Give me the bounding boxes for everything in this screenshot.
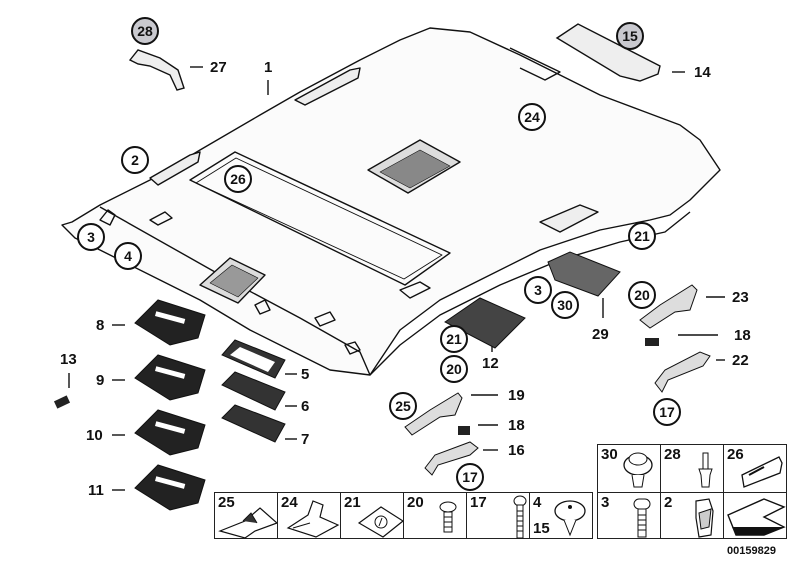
part-23-bracket	[639, 284, 698, 329]
hardware-cell-30: 30	[597, 444, 661, 493]
label-18-left: 18	[508, 417, 525, 434]
part-18-clip-lower	[458, 426, 470, 435]
label-11: 11	[88, 482, 104, 499]
part-6-frame	[221, 371, 286, 411]
trim-strip-icon	[741, 456, 783, 488]
label-23: 23	[732, 289, 749, 306]
part-11-console	[134, 464, 206, 511]
part-14-trim	[555, 23, 661, 82]
long-screw-icon	[513, 495, 527, 539]
part-27-handle	[128, 49, 185, 91]
part-10-console	[134, 409, 206, 456]
callout-15: 15	[616, 22, 644, 50]
hardware-cell-26: 26	[723, 444, 787, 493]
fillister-screw-icon	[633, 498, 651, 538]
headliner-front-edge	[99, 206, 371, 376]
callout-3: 3	[77, 223, 105, 251]
label-16: 16	[508, 442, 525, 459]
label-10: 10	[86, 427, 103, 444]
part-16-handle	[424, 441, 479, 476]
part-9-console	[134, 354, 206, 401]
label-8: 8	[96, 317, 105, 334]
label-13: 13	[60, 351, 77, 368]
callout-17-left: 17	[456, 463, 484, 491]
headliner-rear-edge	[369, 211, 691, 376]
callout-28: 28	[131, 17, 159, 45]
push-rivet-icon	[554, 500, 586, 537]
callout-24: 24	[518, 103, 546, 131]
hardware-cell-3: 3	[597, 492, 661, 539]
hardware-cell-arrow	[723, 492, 787, 539]
hardware-cell-24: 24	[277, 492, 341, 539]
hardware-cell-4-15: 4 15	[529, 492, 593, 539]
label-9: 9	[96, 372, 105, 389]
hardware-cell-17: 17	[466, 492, 530, 539]
label-22: 22	[732, 352, 749, 369]
hardware-cell-28: 28	[660, 444, 724, 493]
part-12-console	[444, 297, 526, 349]
part-13-bulb	[53, 395, 71, 409]
label-6: 6	[301, 398, 310, 415]
part-29-module	[547, 251, 621, 297]
clip-icon	[695, 498, 714, 538]
callout-21-left: 21	[440, 325, 468, 353]
handle-recess-front	[149, 151, 201, 186]
document-number: 00159829	[727, 545, 776, 557]
part-22-handle	[654, 351, 711, 393]
expanding-rivet-icon	[623, 452, 653, 488]
callout-4: 4	[114, 242, 142, 270]
callout-25: 25	[389, 392, 417, 420]
self-tapping-screw-icon	[439, 501, 457, 533]
hardware-cell-21: 21	[340, 492, 405, 539]
callout-21-right: 21	[628, 222, 656, 250]
hardware-cell-20: 20	[403, 492, 467, 539]
label-14: 14	[694, 64, 711, 81]
callout-20-right: 20	[628, 281, 656, 309]
callout-20-left: 20	[440, 355, 468, 383]
label-12: 12	[482, 355, 499, 372]
consoles-8-11	[134, 299, 206, 511]
label-29: 29	[592, 326, 609, 343]
callout-3-rear: 3	[524, 276, 552, 304]
pin-clip-icon	[698, 452, 713, 488]
spring-clip-icon	[286, 500, 340, 538]
callout-17-right: 17	[653, 398, 681, 426]
callout-30: 30	[551, 291, 579, 319]
label-5: 5	[301, 366, 310, 383]
handle-recess-rear	[294, 67, 361, 106]
hardware-cell-2: 2	[660, 492, 724, 539]
part-19-bracket	[404, 392, 463, 436]
hardware-cell-25: 25	[214, 492, 279, 539]
part-7-frame	[221, 404, 286, 443]
clip-nut-icon	[218, 507, 279, 539]
label-18-right: 18	[734, 327, 751, 344]
label-1: 1	[264, 59, 273, 76]
label-27: 27	[210, 59, 227, 76]
label-7: 7	[301, 431, 310, 448]
part-8-console	[134, 299, 206, 346]
rear-reading-light	[539, 204, 599, 233]
callout-2: 2	[121, 146, 149, 174]
sunroof-opening	[189, 151, 451, 286]
callout-26: 26	[224, 165, 252, 193]
part-18-clip-upper	[645, 338, 659, 346]
label-19: 19	[508, 387, 525, 404]
arrow-indicator-icon	[727, 498, 786, 536]
rear-trim	[509, 47, 561, 81]
speed-nut-icon	[357, 506, 405, 538]
